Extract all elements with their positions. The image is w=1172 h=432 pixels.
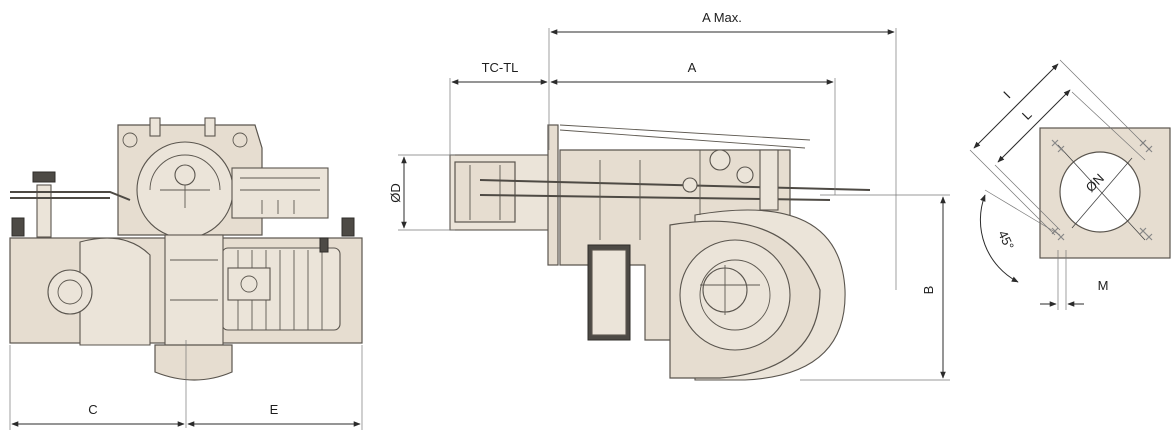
label-a-max: A Max. <box>702 10 742 25</box>
dimension-m: M <box>1040 278 1109 307</box>
label-a: A <box>688 60 697 75</box>
dimension-tc-tl: TC-TL <box>451 60 548 85</box>
label-c: C <box>88 402 97 417</box>
label-i: I <box>1000 88 1013 101</box>
side-view <box>449 124 871 381</box>
label-od: ØD <box>388 183 403 203</box>
dimension-od: ØD <box>388 156 407 229</box>
label-angle: 45° <box>995 228 1017 252</box>
flange-view <box>969 59 1171 310</box>
front-view <box>9 117 363 381</box>
label-b: B <box>921 286 936 295</box>
flange-hole <box>1059 151 1141 233</box>
dimension-c: C <box>11 402 185 427</box>
dimension-a-max: A Max. <box>550 10 895 35</box>
label-m: M <box>1098 278 1109 293</box>
dimension-b: B <box>921 196 946 379</box>
label-tc-tl: TC-TL <box>482 60 519 75</box>
label-l: L <box>1019 107 1035 123</box>
dimension-angle: 45° <box>979 194 1019 283</box>
dimension-e: E <box>187 402 361 427</box>
label-e: E <box>270 402 279 417</box>
dimension-a: A <box>550 60 834 85</box>
